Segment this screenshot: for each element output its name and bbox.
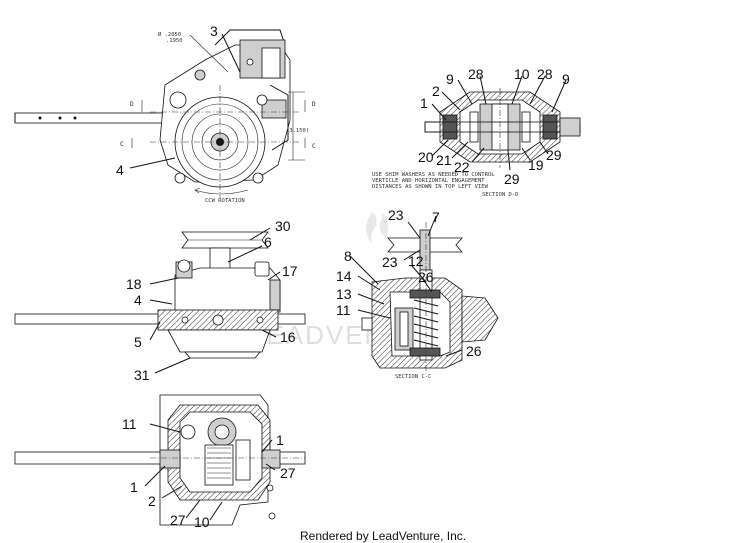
callout-16: 16 (280, 329, 296, 345)
callout-23: 23 (382, 254, 398, 270)
callout-13: 13 (336, 286, 352, 302)
svg-text:VERTICLE AND HORIZONTAL ENGAGE: VERTICLE AND HORIZONTAL ENGAGEMENT (372, 178, 485, 184)
callout-3: 3 (210, 23, 218, 39)
callout-5: 5 (134, 334, 142, 350)
section-c-c: SECTION C-C (349, 215, 499, 380)
callout-28: 28 (468, 66, 484, 82)
callout-26: 26 (418, 269, 434, 285)
callout-31: 31 (134, 367, 150, 383)
callout-21: 21 (436, 152, 452, 168)
side-view-transaxle (14, 227, 306, 374)
bottom-view-transaxle (14, 394, 306, 526)
top-view-transaxle: (3.150) Ø .2050 .1950 D D C C CCW ROTATI… (14, 29, 316, 204)
callout-4: 4 (134, 292, 142, 308)
callout-6: 6 (264, 234, 272, 250)
callout-27: 27 (170, 512, 186, 528)
section-d-d: USE SHIM WASHERS AS NEEDED TO CONTROL VE… (372, 75, 581, 198)
svg-text:SECTION D-D: SECTION D-D (482, 192, 518, 198)
callout-1: 1 (276, 432, 284, 448)
callout-14: 14 (336, 268, 352, 284)
callout-26: 26 (466, 343, 482, 359)
callout-29: 29 (546, 147, 562, 163)
callout-1: 1 (420, 95, 428, 111)
svg-text:USE SHIM WASHERS AS NEEDED TO: USE SHIM WASHERS AS NEEDED TO CONTROL (372, 172, 495, 178)
svg-text:C: C (312, 143, 316, 150)
svg-text:.1950: .1950 (166, 38, 183, 44)
callout-7: 7 (432, 209, 440, 225)
svg-text:D: D (312, 101, 316, 108)
callout-10: 10 (194, 514, 210, 530)
callout-29: 29 (504, 171, 520, 187)
callout-8: 8 (344, 248, 352, 264)
callout-11: 11 (122, 416, 137, 432)
callout-27: 27 (280, 465, 296, 481)
footer-credit: Rendered by LeadVenture, Inc. (300, 529, 466, 543)
svg-text:DISTANCES AS SHOWN IN TOP LEFT: DISTANCES AS SHOWN IN TOP LEFT VIEW (372, 184, 489, 190)
svg-text:D: D (130, 101, 134, 108)
callout-22: 22 (454, 159, 470, 175)
callout-12: 12 (408, 253, 424, 269)
callout-30: 30 (275, 218, 291, 234)
callout-23: 23 (388, 207, 404, 223)
svg-text:CCW ROTATION: CCW ROTATION (205, 198, 245, 204)
svg-text:C: C (120, 141, 124, 148)
callout-2: 2 (148, 493, 156, 509)
svg-text:SECTION C-C: SECTION C-C (395, 374, 431, 380)
callout-28: 28 (537, 66, 553, 82)
callout-11: 11 (336, 302, 351, 318)
callout-9: 9 (562, 71, 570, 87)
callout-9: 9 (446, 71, 454, 87)
callout-4: 4 (116, 162, 124, 178)
callout-18: 18 (126, 276, 142, 292)
callout-17: 17 (282, 263, 298, 279)
svg-text:Ø .2050: Ø .2050 (158, 31, 181, 38)
callout-20: 20 (418, 149, 434, 165)
callout-19: 19 (528, 157, 544, 173)
callout-2: 2 (432, 83, 440, 99)
svg-text:(3.150): (3.150) (286, 128, 309, 134)
callout-1: 1 (130, 479, 138, 495)
callout-10: 10 (514, 66, 530, 82)
